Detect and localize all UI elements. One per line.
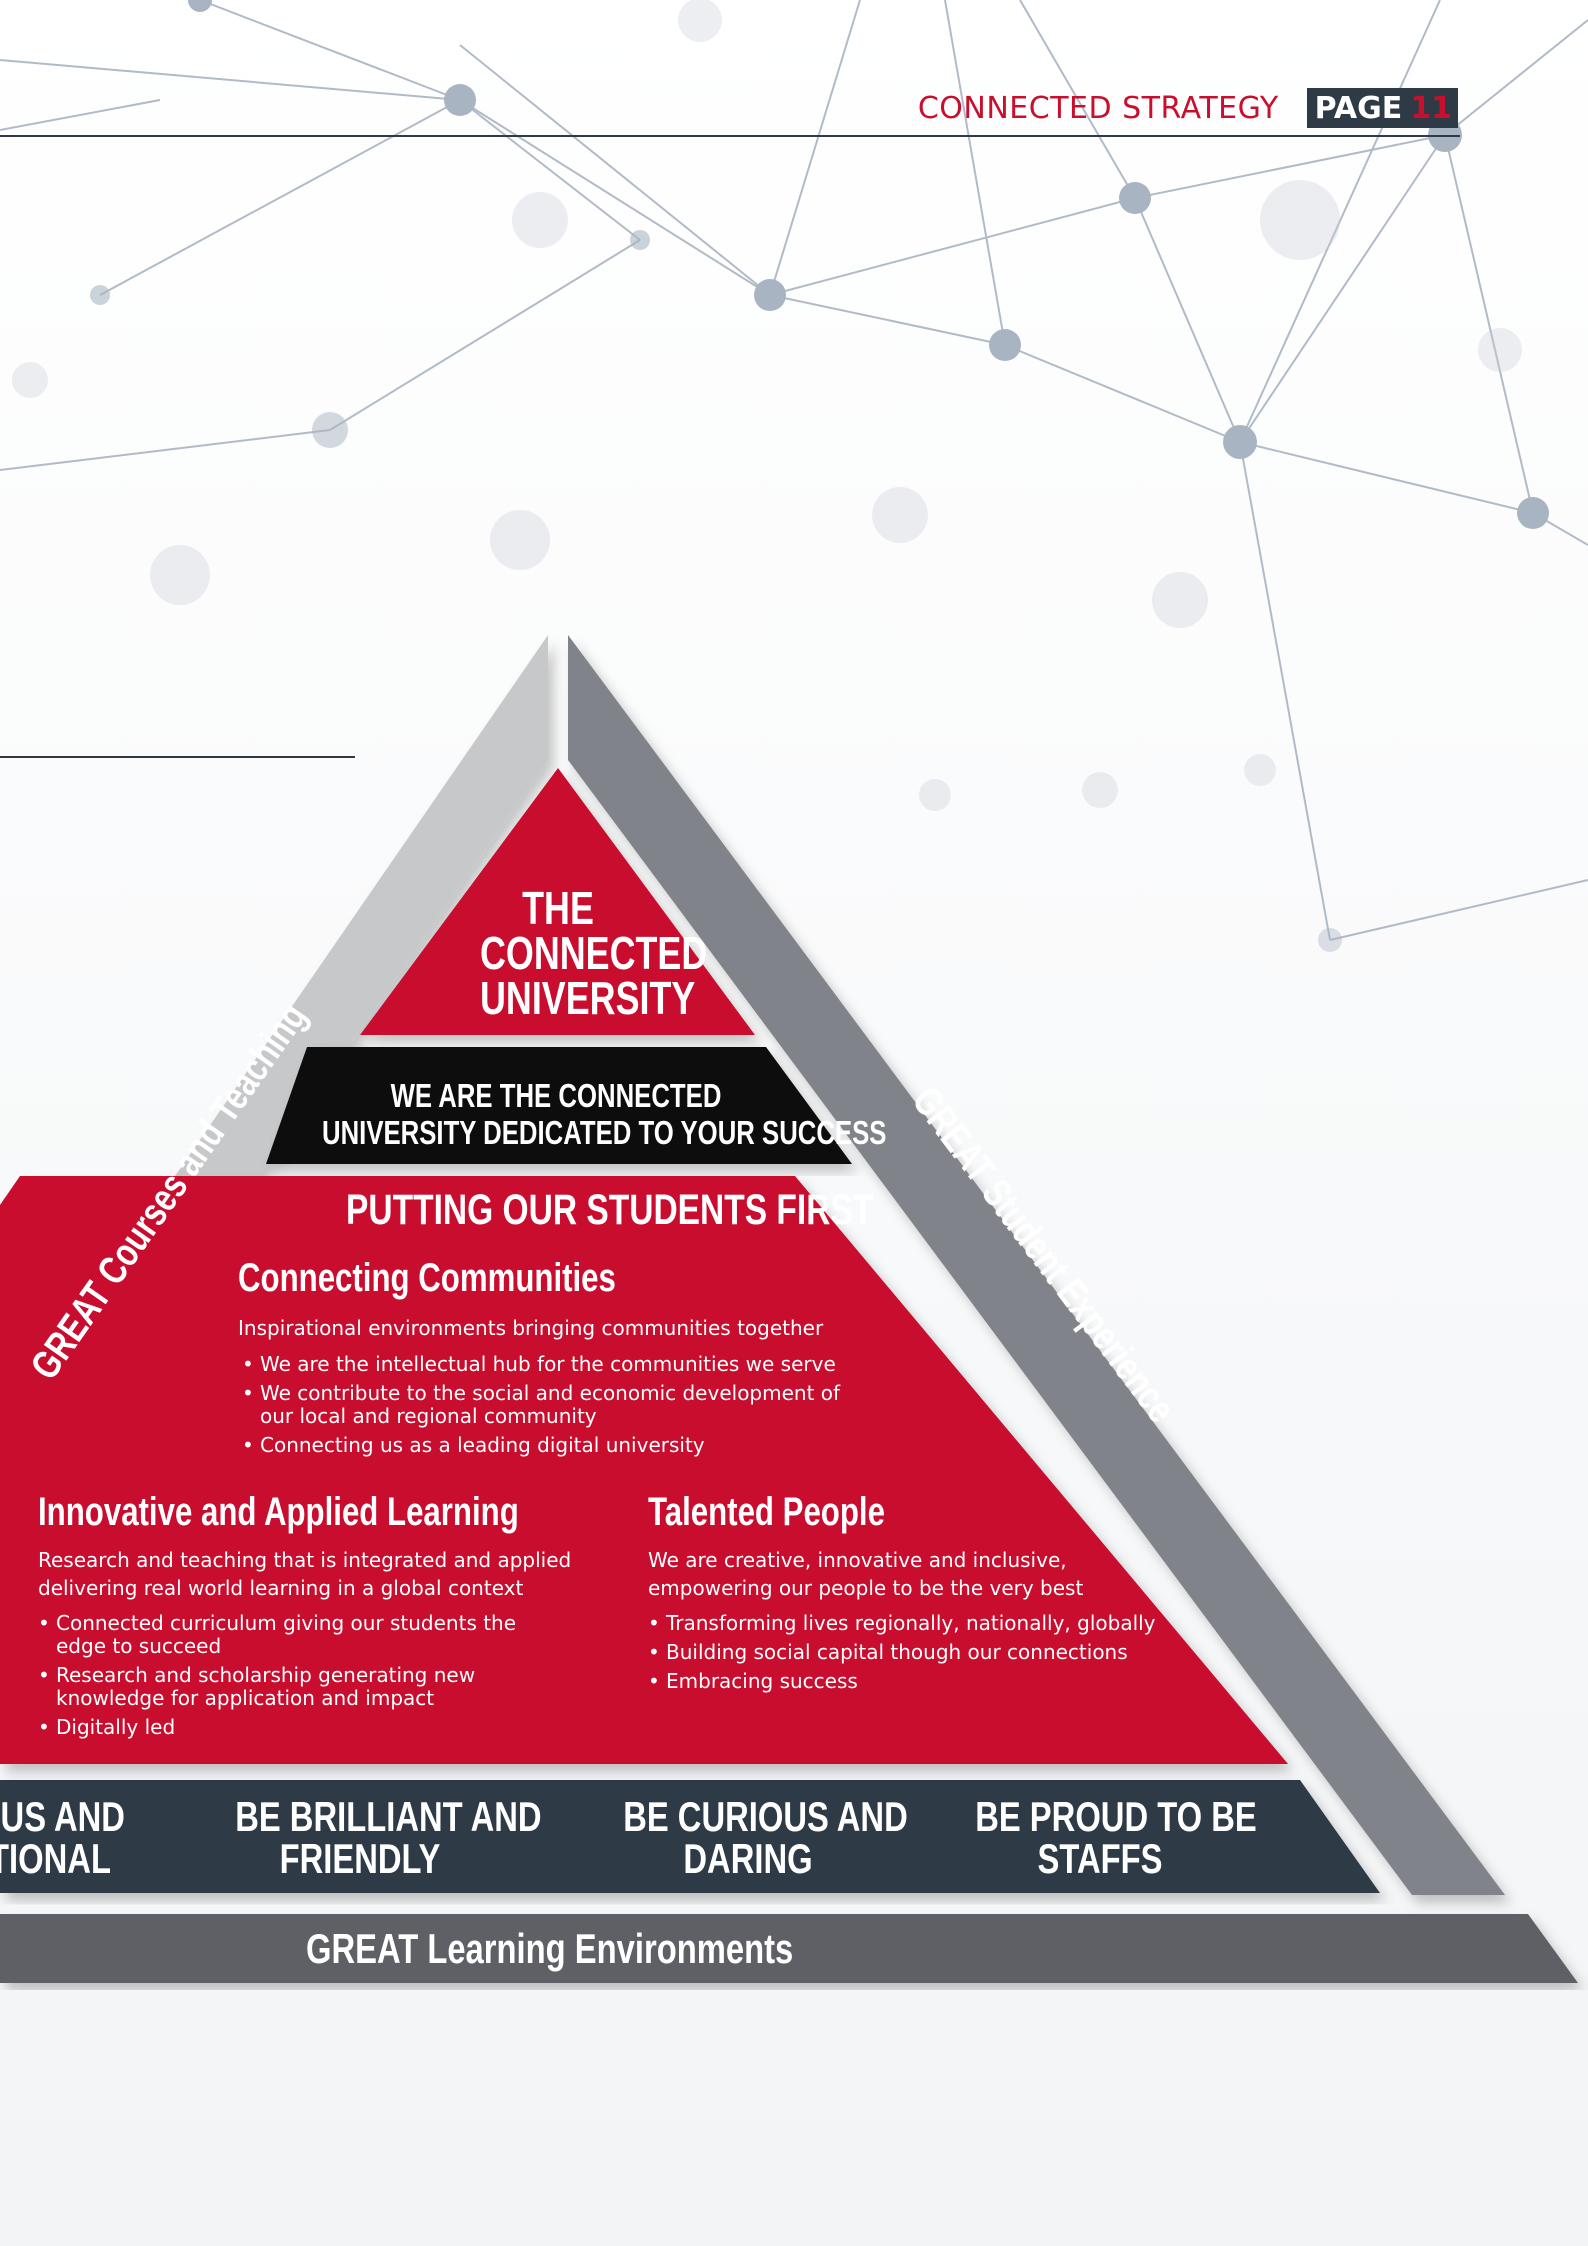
apex-line-1: THE bbox=[522, 882, 594, 934]
people-intro: We are creative, innovative and inclusiv… bbox=[648, 1548, 1084, 1600]
value-3-line-1: BE CURIOUS AND bbox=[623, 1793, 908, 1840]
students-first-heading: PUTTING OUR STUDENTS FIRST bbox=[280, 1186, 880, 1234]
value-1: OUS AND TIONAL bbox=[0, 1796, 210, 1880]
value-2-line-2: FRIENDLY bbox=[279, 1835, 441, 1882]
base-band bbox=[0, 1914, 1578, 1983]
communities-intro: Inspirational environments bringing comm… bbox=[238, 1316, 824, 1340]
value-4: BE PROUD TO BE STAFFS bbox=[940, 1796, 1260, 1880]
apex-line-3: UNIVERSITY bbox=[480, 972, 696, 1024]
apex-text: THE CONNECTED UNIVERSITY bbox=[458, 882, 708, 1024]
value-3-line-2: DARING bbox=[683, 1835, 813, 1882]
learning-intro: Research and teaching that is integrated… bbox=[38, 1548, 572, 1600]
people-title: Talented People bbox=[648, 1490, 885, 1534]
list-item: We are the intellectual hub for the comm… bbox=[242, 1353, 922, 1377]
value-2-line-1: BE BRILLIANT AND bbox=[235, 1793, 542, 1840]
list-item: Embracing success bbox=[648, 1670, 1188, 1694]
list-item: We contribute to the social and economic… bbox=[242, 1382, 860, 1428]
page-number-badge: PAGE 11 bbox=[1306, 88, 1458, 128]
mission-line-2: UNIVERSITY DEDICATED TO YOUR SUCCESS bbox=[322, 1114, 887, 1151]
students-first-text: PUTTING OUR STUDENTS FIRST bbox=[346, 1186, 874, 1234]
page-number: 11 bbox=[1410, 91, 1452, 126]
learning-section: Innovative and Applied Learning Research… bbox=[38, 1490, 578, 1745]
list-item: Building social capital though our conne… bbox=[648, 1641, 1188, 1665]
value-1-line-1: OUS AND bbox=[0, 1793, 125, 1840]
people-section: Talented People We are creative, innovat… bbox=[648, 1490, 1188, 1699]
learning-title: Innovative and Applied Learning bbox=[38, 1490, 519, 1534]
apex-tier bbox=[360, 768, 755, 1035]
value-4-line-1: BE PROUD TO BE bbox=[975, 1793, 1257, 1840]
base-label: GREAT Learning Environments bbox=[240, 1926, 840, 1972]
learning-list: Connected curriculum giving our students… bbox=[38, 1612, 538, 1740]
list-item: Research and scholarship generating new … bbox=[38, 1664, 538, 1710]
apex-line-2: CONNECTED bbox=[480, 927, 708, 979]
list-item: Connecting us as a leading digital unive… bbox=[242, 1434, 922, 1458]
people-list: Transforming lives regionally, nationall… bbox=[648, 1612, 1188, 1694]
list-item: Digitally led bbox=[38, 1716, 538, 1740]
value-4-line-2: STAFFS bbox=[1037, 1835, 1163, 1882]
section-title: CONNECTED STRATEGY bbox=[917, 90, 1279, 126]
right-side-band bbox=[568, 635, 1505, 1895]
base-label-text: GREAT Learning Environments bbox=[306, 1925, 794, 1972]
page-header: CONNECTED STRATEGY PAGE 11 bbox=[918, 88, 1458, 128]
page-label: PAGE bbox=[1314, 91, 1403, 126]
communities-section: Connecting Communities Inspirational env… bbox=[238, 1256, 938, 1463]
list-item: Transforming lives regionally, nationall… bbox=[648, 1612, 1188, 1636]
communities-title: Connecting Communities bbox=[238, 1256, 616, 1300]
value-1-line-2: TIONAL bbox=[0, 1835, 111, 1882]
mission-line-1: WE ARE THE CONNECTED bbox=[390, 1077, 722, 1114]
mission-text: WE ARE THE CONNECTED UNIVERSITY DEDICATE… bbox=[256, 1077, 887, 1151]
mission-band bbox=[266, 1047, 852, 1164]
communities-list: We are the intellectual hub for the comm… bbox=[242, 1353, 922, 1458]
list-item: Connected curriculum giving our students… bbox=[38, 1612, 538, 1658]
value-2: BE BRILLIANT AND FRIENDLY bbox=[200, 1793, 542, 1882]
values-band bbox=[0, 1780, 1380, 1893]
value-3: BE CURIOUS AND DARING bbox=[588, 1796, 908, 1880]
